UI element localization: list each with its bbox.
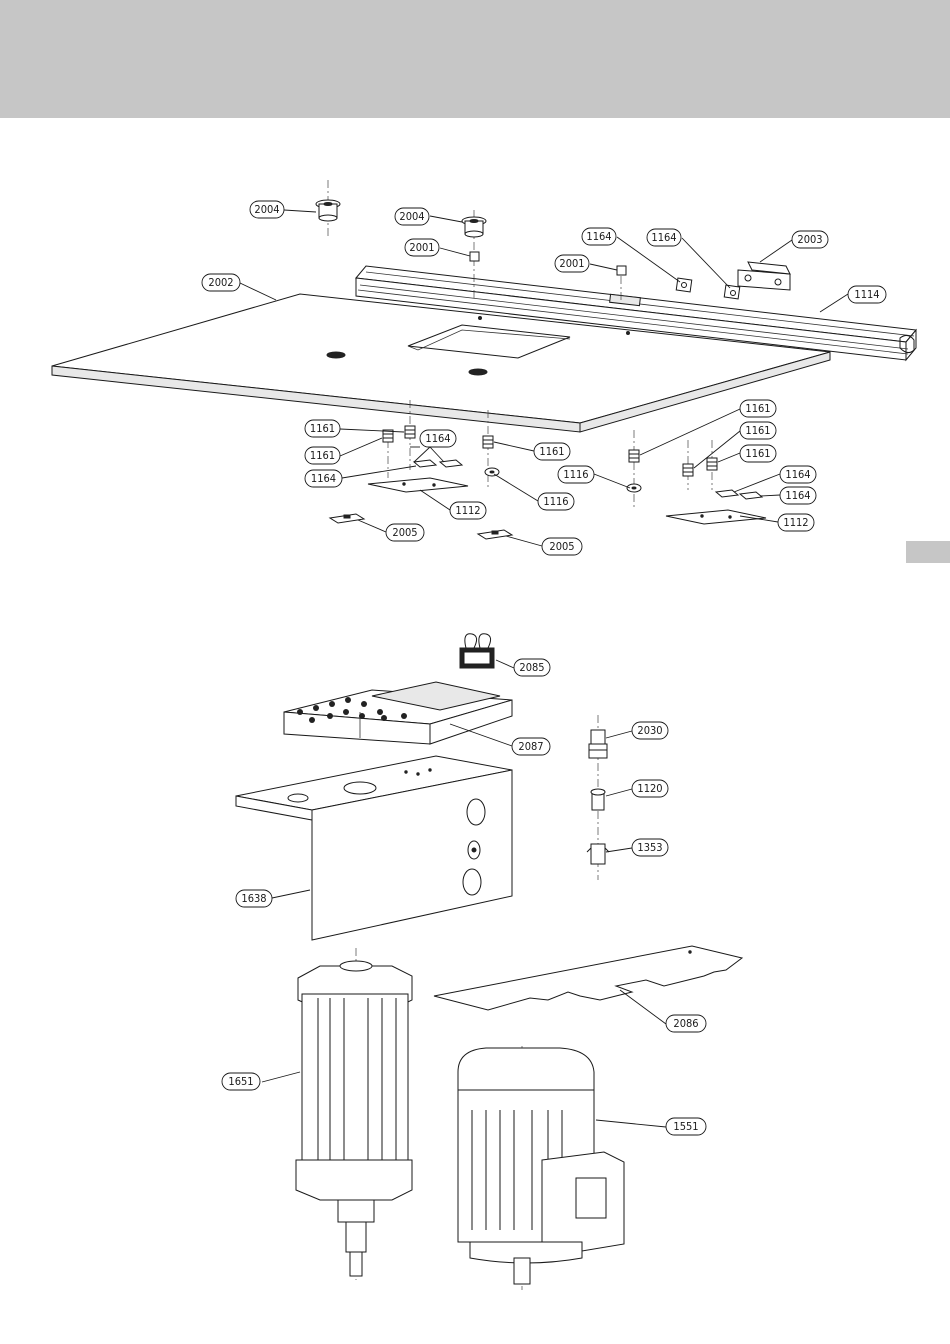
stop-plate-2003 [738, 262, 790, 290]
callout-2005b: 2005 [542, 538, 582, 555]
nut-2001-a [470, 252, 479, 261]
svg-text:2004: 2004 [254, 203, 279, 216]
callout-2002: 2002 [202, 274, 240, 291]
svg-text:1114: 1114 [854, 288, 879, 301]
svg-text:1164: 1164 [425, 432, 450, 445]
svg-text:1164: 1164 [785, 468, 810, 481]
svg-text:1120: 1120 [637, 782, 662, 795]
callout-2087: 2087 [512, 738, 550, 755]
callout-2004b: 2004 [395, 208, 429, 225]
callout-2004a: 2004 [250, 201, 284, 218]
callout-2030: 2030 [632, 722, 668, 739]
callout-1161e: 1161 [740, 422, 776, 439]
svg-text:2005: 2005 [549, 540, 574, 553]
callout-1651: 1651 [222, 1073, 260, 1090]
callout-1638: 1638 [236, 890, 272, 907]
callout-1161b: 1161 [305, 447, 340, 464]
callout-1161c: 1161 [534, 443, 570, 460]
binder-clip-2085 [460, 634, 494, 668]
svg-text:1161: 1161 [310, 449, 335, 462]
callout-1164d: 1164 [305, 470, 342, 487]
actuator-1651 [296, 948, 412, 1280]
callout-1551: 1551 [666, 1118, 706, 1135]
svg-text:2002: 2002 [208, 276, 233, 289]
svg-text:2005: 2005 [392, 526, 417, 539]
callout-1161a: 1161 [305, 420, 340, 437]
callout-1114: 1114 [848, 286, 886, 303]
clamp-1164-a [676, 278, 692, 292]
callout-1120: 1120 [632, 780, 668, 797]
svg-text:1161: 1161 [745, 447, 770, 460]
svg-text:1161: 1161 [745, 424, 770, 437]
svg-text:2001: 2001 [559, 257, 584, 270]
svg-text:1353: 1353 [637, 841, 662, 854]
box-2087 [284, 682, 512, 744]
callout-1116a: 1116 [558, 466, 594, 483]
callout-2005a: 2005 [386, 524, 424, 541]
callout-1164b: 1164 [647, 229, 681, 246]
svg-text:2085: 2085 [519, 661, 544, 674]
svg-text:1551: 1551 [673, 1120, 698, 1133]
callout-2086: 2086 [666, 1015, 706, 1032]
svg-text:1164: 1164 [785, 489, 810, 502]
svg-text:1161: 1161 [539, 445, 564, 458]
bracket-1638 [236, 756, 512, 940]
callout-1161d: 1161 [740, 400, 776, 417]
callout-1112a: 1112 [450, 502, 486, 519]
callout-1164c: 1164 [420, 430, 456, 447]
svg-text:1116: 1116 [563, 468, 588, 481]
callout-1112b: 1112 [778, 514, 814, 531]
plate-2086 [434, 946, 742, 1010]
svg-text:1161: 1161 [745, 402, 770, 415]
clamp-1164-b [724, 285, 740, 299]
callout-2001b: 2001 [555, 255, 589, 272]
svg-text:1116: 1116 [543, 495, 568, 508]
svg-text:2004: 2004 [399, 210, 424, 223]
motor-1551 [458, 1046, 624, 1290]
svg-text:1112: 1112 [455, 504, 480, 517]
svg-text:2086: 2086 [673, 1017, 698, 1030]
bushing-2004-left [316, 180, 340, 238]
callout-2003: 2003 [792, 231, 828, 248]
callout-2085: 2085 [514, 659, 550, 676]
fittings-column [587, 715, 609, 880]
callout-1164a: 1164 [582, 228, 616, 245]
callout-1161f: 1161 [740, 445, 776, 462]
svg-text:1638: 1638 [241, 892, 266, 905]
callout-1164f: 1164 [780, 487, 816, 504]
callout-1353: 1353 [632, 839, 668, 856]
svg-text:1161: 1161 [310, 422, 335, 435]
callout-1164e: 1164 [780, 466, 816, 483]
svg-text:1164: 1164 [311, 472, 336, 485]
svg-text:2003: 2003 [797, 233, 822, 246]
svg-text:1164: 1164 [651, 231, 676, 244]
svg-text:2001: 2001 [409, 241, 434, 254]
svg-text:1164: 1164 [586, 230, 611, 243]
svg-text:2087: 2087 [518, 740, 543, 753]
callout-2001a: 2001 [405, 239, 439, 256]
svg-text:2030: 2030 [637, 724, 662, 737]
svg-text:1651: 1651 [228, 1075, 253, 1088]
callout-1116b: 1116 [538, 493, 574, 510]
svg-text:1112: 1112 [783, 516, 808, 529]
